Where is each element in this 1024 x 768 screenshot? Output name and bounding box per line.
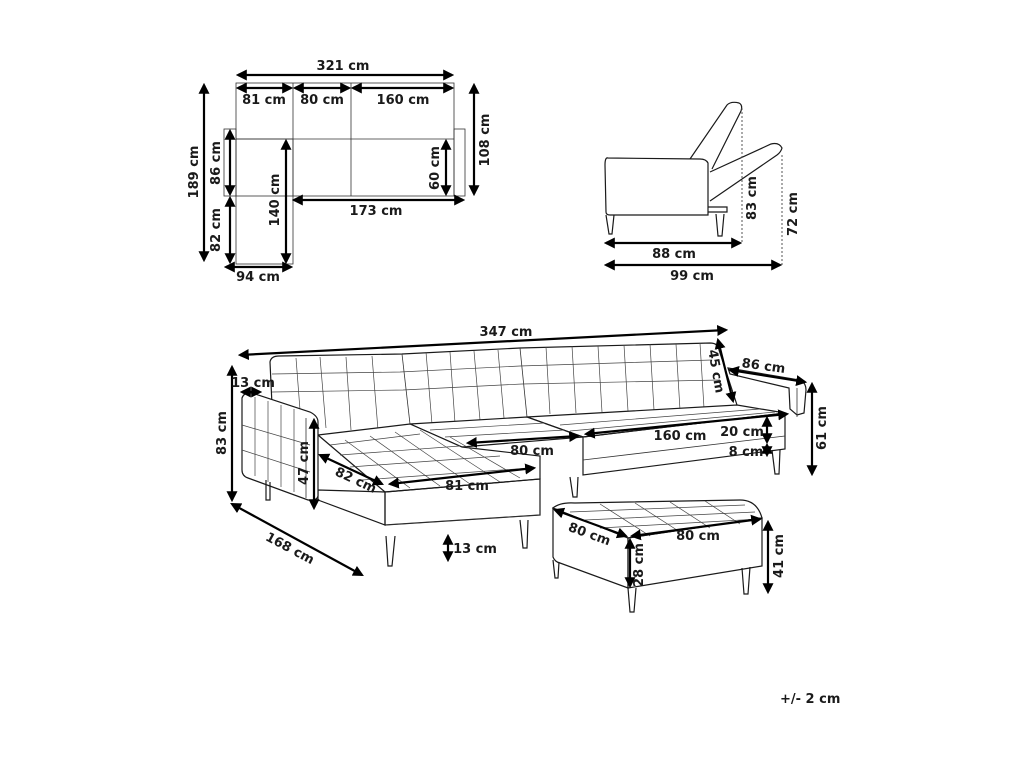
perspective-view: 347 cm 83 cm 13 cm 47 cm 82 cm 81 cm 80 …: [215, 324, 830, 577]
armrest-depth-label: 86 cm: [209, 141, 224, 185]
tolerance-note: +/- 2 cm: [780, 692, 841, 707]
ottoman-body-height-label: 28 cm: [632, 543, 647, 587]
chaise-extension-label: 82 cm: [209, 208, 224, 252]
overall-width-label: 321 cm: [317, 59, 370, 74]
side-view: 88 cm 99 cm 83 cm 72 cm: [603, 101, 801, 284]
overall-depth-label: 189 cm: [187, 146, 202, 199]
armrest-width-label: 13 cm: [231, 376, 275, 391]
overall-length-label: 347 cm: [480, 325, 533, 340]
middle-seat-label: 80 cm: [510, 444, 554, 459]
arm-depth-label: 86 cm: [741, 356, 787, 377]
ottoman-total-height-label: 41 cm: [772, 534, 787, 578]
reclined-height-label: 72 cm: [786, 192, 801, 236]
sofa-depth-label: 108 cm: [478, 114, 493, 167]
reclined-depth-label: 99 cm: [670, 269, 714, 284]
total-height-label: 83 cm: [215, 411, 230, 455]
armrest-height-label: 47 cm: [297, 441, 312, 485]
segment-3-label: 160 cm: [377, 93, 430, 108]
arm-height-label: 61 cm: [815, 406, 830, 450]
sofa-width-label: 173 cm: [350, 204, 403, 219]
segment-2-label: 80 cm: [300, 93, 344, 108]
segment-1-label: 81 cm: [242, 93, 286, 108]
leg-height-label: 13 cm: [453, 542, 497, 557]
ottoman-view: 80 cm 80 cm 28 cm 41 cm: [551, 499, 787, 613]
chaise-width-label: 94 cm: [236, 270, 280, 285]
upright-depth-label: 88 cm: [652, 247, 696, 262]
chaise-width-label-3d: 81 cm: [445, 479, 489, 494]
right-seat-label: 160 cm: [654, 429, 707, 444]
upright-height-label: 83 cm: [745, 176, 760, 220]
base-height-label: 8 cm: [729, 445, 764, 460]
seat-depth-label: 60 cm: [428, 146, 443, 190]
ottoman-width-label: 80 cm: [676, 529, 720, 544]
top-view: 321 cm 81 cm 80 cm 160 cm 189 cm 86 cm 8…: [187, 59, 493, 285]
cushion-height-label: 20 cm: [720, 425, 764, 440]
chaise-length-label: 140 cm: [268, 174, 283, 227]
backrest-height-label: 45 cm: [704, 348, 726, 394]
